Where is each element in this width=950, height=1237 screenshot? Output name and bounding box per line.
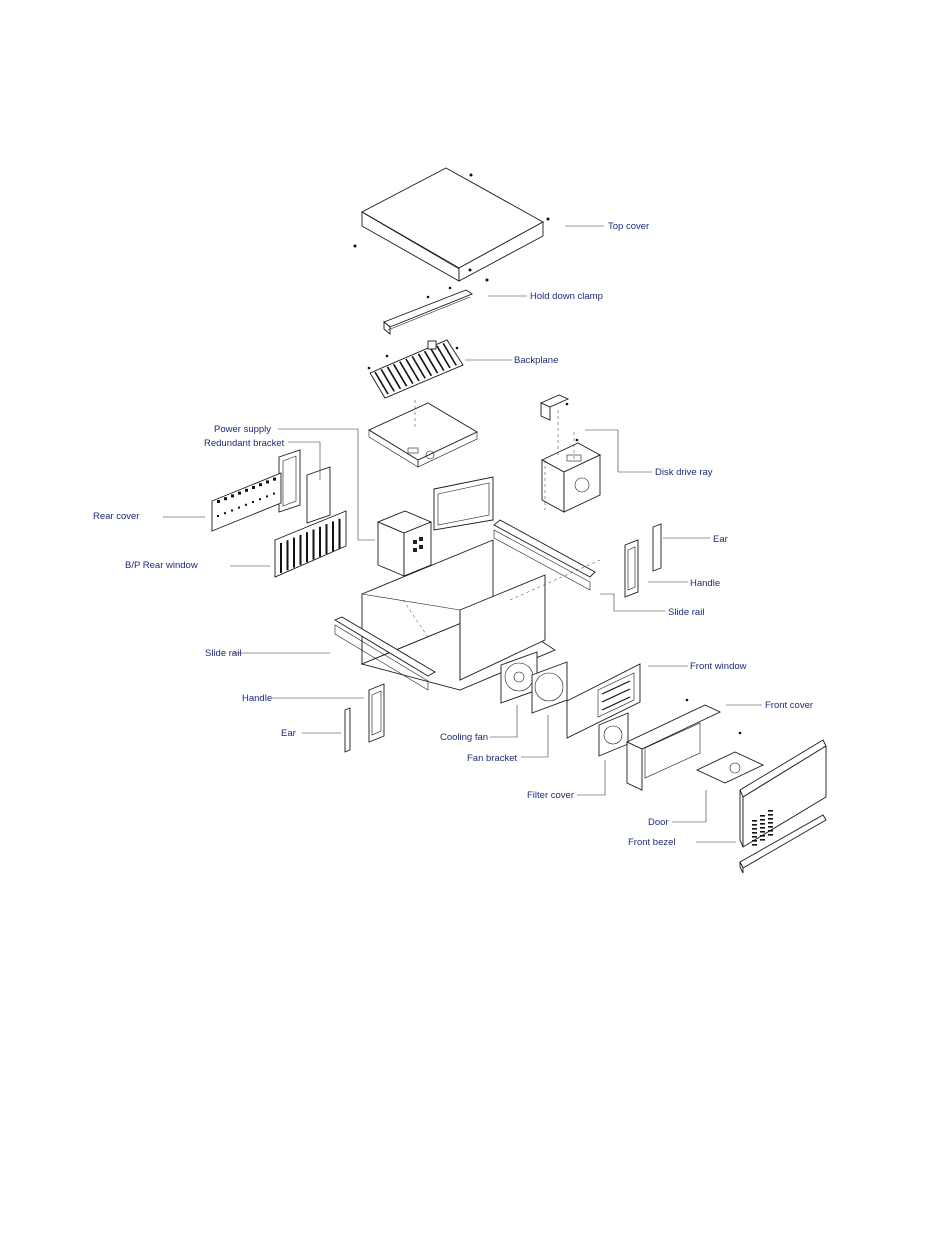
ear-right-part [653, 524, 661, 571]
ear-left-part [345, 708, 350, 752]
label-redundant-bracket: Redundant bracket [204, 438, 285, 449]
door-part [697, 752, 763, 783]
label-power-supply: Power supply [214, 424, 271, 435]
backplane-part [368, 340, 463, 398]
label-slide-rail-left: Slide rail [205, 648, 241, 659]
disk-drive-tray-part [541, 395, 600, 512]
label-hold-down-clamp: Hold down clamp [530, 291, 603, 302]
label-front-cover: Front cover [765, 700, 813, 711]
label-slide-rail-right: Slide rail [668, 607, 704, 618]
label-backplane: Backplane [514, 355, 558, 366]
label-bp-rear-window: B/P Rear window [125, 560, 198, 571]
label-front-window: Front window [690, 661, 747, 672]
power-supply-part [378, 511, 431, 576]
label-handle-left: Handle [242, 693, 272, 704]
label-disk-drive-ray: Disk drive ray [655, 467, 713, 478]
labels: Top cover Hold down clamp Backplane Powe… [93, 221, 813, 848]
label-rear-cover: Rear cover [93, 511, 139, 522]
handle-left-part [369, 684, 384, 742]
label-filter-cover: Filter cover [527, 790, 574, 801]
label-handle-right: Handle [690, 578, 720, 589]
label-cooling-fan: Cooling fan [440, 732, 488, 743]
rear-cover-part [212, 473, 281, 531]
label-top-cover: Top cover [608, 221, 649, 232]
label-ear-left: Ear [281, 728, 296, 739]
label-front-bezel: Front bezel [628, 837, 676, 848]
label-fan-bracket: Fan bracket [467, 753, 518, 764]
handle-right-part [625, 540, 638, 597]
label-door: Door [648, 817, 669, 828]
top-cover-part [354, 168, 550, 282]
leader-lines [163, 226, 762, 842]
redundant-bracket-part [279, 450, 330, 523]
label-ear-right: Ear [713, 534, 728, 545]
hold-down-clamp-part [384, 287, 472, 334]
mounting-plate-part [369, 400, 477, 467]
